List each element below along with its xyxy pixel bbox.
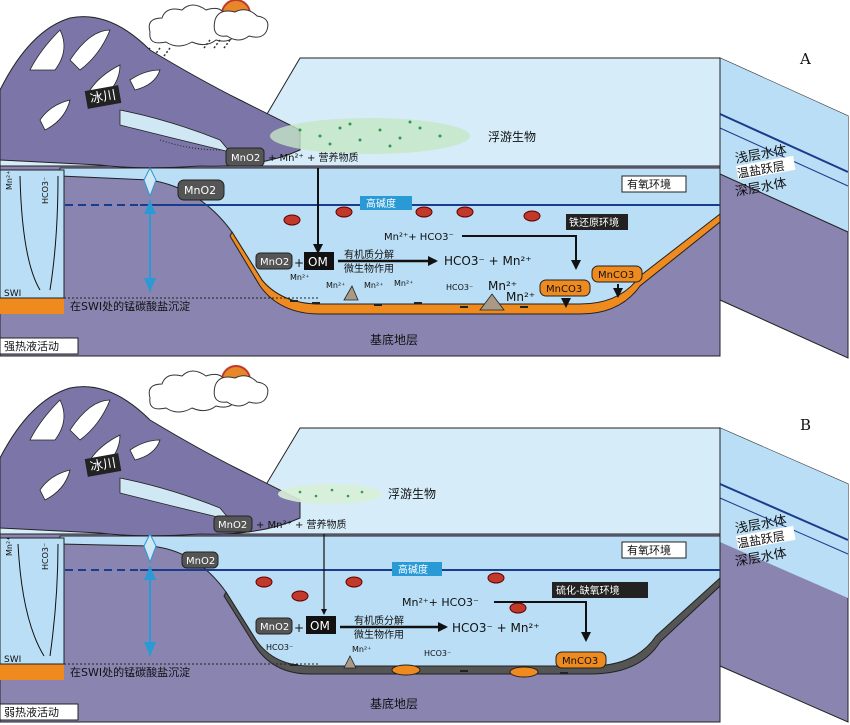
alkalinity-label: 高碱度 bbox=[366, 197, 396, 210]
mno2-settle-b: MnO2 bbox=[186, 556, 215, 567]
reactants-top-b: Mn²⁺+ HCO3⁻ bbox=[402, 596, 479, 609]
glacier-mountain: 冰川 bbox=[0, 16, 301, 169]
hydro-box bbox=[0, 337, 79, 355]
swi-label-b: SWI bbox=[4, 655, 21, 665]
swi-text-b: 在SWI处的锰碳酸盐沉淀 bbox=[70, 665, 190, 679]
plankton-label: 浮游生物 bbox=[488, 130, 536, 144]
mno2-inflow: MnO2 bbox=[231, 153, 260, 164]
particle-dots bbox=[283, 206, 541, 226]
redox-box-b bbox=[552, 582, 648, 598]
redox-box bbox=[566, 214, 628, 230]
mno2-settle: MnO2 bbox=[184, 184, 216, 197]
profile-hco3-label: HCO3⁻ bbox=[41, 177, 50, 204]
profile-hco3-label-b: HCO3⁻ bbox=[41, 543, 50, 570]
mn2-small-d: Mn²⁺ bbox=[394, 279, 413, 288]
decomp-line1-b: 有机质分解 bbox=[354, 614, 404, 627]
hco3-small-b1: HCO3⁻ bbox=[266, 643, 293, 652]
panel-a: A Mn²⁺ HCO3⁻ SWI bbox=[0, 0, 849, 359]
glacier-label: 冰川 bbox=[89, 88, 117, 107]
mnco3-box-2 bbox=[591, 265, 643, 283]
mnco3-1: MnCO3 bbox=[546, 284, 582, 295]
hydro-box-b bbox=[0, 703, 79, 721]
profile-box-b bbox=[0, 537, 65, 665]
panel-b-letter: B bbox=[800, 416, 811, 434]
mnco3-2: MnCO3 bbox=[598, 270, 634, 281]
decomp-line1: 有机质分解 bbox=[344, 248, 394, 261]
panel-b: B Mn²⁺ HCO3⁻ SWI 冰川 bbox=[0, 365, 849, 723]
mnco3-box-b bbox=[555, 651, 607, 669]
mno2-settle-box-b bbox=[181, 551, 219, 569]
alkalinity-box-b bbox=[392, 562, 442, 576]
hydro-label-b: 弱热液活动 bbox=[4, 705, 59, 719]
profile-mn-label: Mn²⁺ bbox=[5, 171, 14, 190]
swi-band bbox=[0, 298, 64, 314]
mn-big-2: Mn²⁺ bbox=[506, 290, 535, 304]
mn2-small-a: Mn²⁺ bbox=[290, 273, 309, 282]
swi-band-b bbox=[0, 664, 64, 680]
oxic-box bbox=[621, 175, 687, 193]
mno2-left-box bbox=[255, 252, 293, 270]
oxic-label-b: 有氧环境 bbox=[627, 543, 671, 557]
redox-label: 铁还原环境 bbox=[569, 216, 619, 229]
reactants-top: Mn²⁺+ HCO3⁻ bbox=[384, 232, 454, 243]
redox-label-b: 硫化-缺氧环境 bbox=[556, 584, 620, 597]
mnco3-1-b: MnCO3 bbox=[562, 656, 598, 667]
panel-a-letter: A bbox=[799, 50, 811, 68]
om-box bbox=[304, 252, 334, 270]
mn2-small-b: Mn²⁺ bbox=[326, 281, 345, 290]
weather-icon-b bbox=[148, 365, 269, 413]
hco3-small-b2: HCO3⁻ bbox=[424, 649, 451, 658]
mno2-inflow-box-b bbox=[213, 515, 253, 533]
profile-box bbox=[0, 169, 65, 299]
glacier-label-b: 冰川 bbox=[89, 456, 117, 475]
swi-label: SWI bbox=[4, 289, 21, 299]
decomp-line2-b: 微生物作用 bbox=[354, 628, 404, 641]
mno2-left-box-b bbox=[255, 617, 293, 635]
plankton-label-b: 浮游生物 bbox=[388, 487, 436, 501]
alkalinity-box bbox=[360, 196, 412, 210]
plankton-dots bbox=[298, 120, 442, 148]
profile-mn-label-b: Mn²⁺ bbox=[5, 537, 14, 556]
mno2-inflow-b: MnO2 bbox=[218, 520, 247, 531]
alkalinity-label-b: 高碱度 bbox=[398, 563, 428, 576]
basement-label-b: 基底地层 bbox=[370, 696, 418, 711]
om-label: OM bbox=[308, 255, 328, 269]
inflow-text: + Mn²⁺ + 营养物质 bbox=[268, 151, 359, 164]
mnco3-box-1 bbox=[539, 279, 591, 297]
oxic-box-b bbox=[621, 541, 687, 559]
mno2-settle-box bbox=[177, 179, 225, 201]
product-text-b: HCO3⁻ + Mn²⁺ bbox=[452, 621, 540, 635]
oxic-label: 有氧环境 bbox=[627, 177, 671, 191]
mn2-small-b1: Mn²⁺ bbox=[352, 645, 371, 654]
inflow-text-b: + Mn²⁺ + 营养物质 bbox=[256, 518, 347, 531]
basement-label: 基底地层 bbox=[370, 332, 418, 347]
sediment-layer bbox=[229, 212, 721, 315]
mno2-inflow-box bbox=[225, 147, 265, 167]
hco3-small-a: HCO3⁻ bbox=[446, 283, 473, 292]
weather-icon bbox=[143, 0, 269, 57]
hydro-label: 强热液活动 bbox=[4, 339, 59, 353]
swi-text: 在SWI处的锰碳酸盐沉淀 bbox=[70, 299, 190, 313]
plus-sign-b: + bbox=[294, 621, 304, 635]
mno2-left-b: MnO2 bbox=[260, 622, 289, 633]
plankton-zone-b bbox=[278, 484, 382, 504]
product-text: HCO3⁻ + Mn²⁺ bbox=[444, 254, 532, 268]
decomp-line2: 微生物作用 bbox=[344, 262, 394, 275]
mno2-left: MnO2 bbox=[260, 257, 289, 268]
plus-sign: + bbox=[294, 256, 304, 270]
glacier-mountain-b: 冰川 bbox=[0, 386, 301, 537]
om-box-b bbox=[306, 616, 336, 634]
om-label-b: OM bbox=[310, 619, 330, 633]
mn-big-1: Mn²⁺ bbox=[488, 279, 517, 293]
mn2-small-c: Mn²⁺ bbox=[364, 281, 383, 290]
